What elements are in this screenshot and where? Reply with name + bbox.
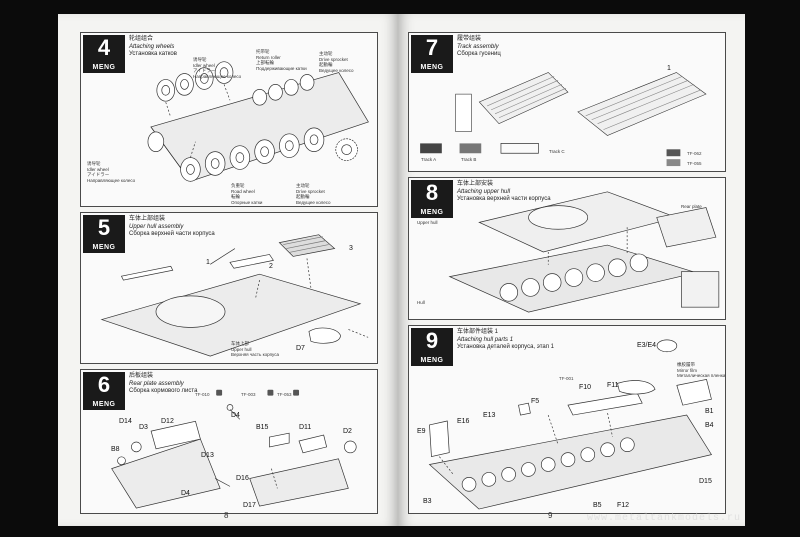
instruction-booklet: 4 MENG 轮组组合 Attaching wheels Установка к… — [58, 14, 745, 526]
callout-3: 3 — [349, 245, 353, 252]
part-d16: D16 — [236, 475, 249, 482]
wheels-assembly-drawing — [147, 61, 369, 182]
step-7-panel: 7 MENG 履带组装 Track assembly Сборка гусени… — [408, 32, 726, 172]
step-number: 9 — [425, 328, 439, 353]
part-f11: F11 — [607, 382, 619, 389]
part-b15: B15 — [256, 424, 269, 431]
page-number-left: 8 — [224, 511, 229, 520]
part-f10: F10 — [579, 384, 592, 391]
step-9-panel: 9 MENG 车体部件组装 1 Attaching hull parts 1 У… — [408, 325, 726, 514]
part-callout-sprocket: 主动轮 Drive sprocket 起動輪 Ведущее колесо — [319, 51, 354, 73]
brand-logo: MENG — [420, 357, 444, 364]
part-d7: D7 — [296, 345, 305, 352]
step-8-panel: 8 MENG 车体上部安装 Attaching upper hull Устан… — [408, 177, 726, 320]
upper-hull-note: 车体上部 Upper hull Верхняя часть корпуса — [231, 341, 279, 357]
step-title: 车体上部安装 Attaching upper hull Установка ве… — [457, 181, 551, 202]
color-ref: TF-001 — [559, 376, 574, 381]
part-b3: B3 — [423, 498, 432, 505]
step-badge: 5 MENG — [83, 215, 125, 253]
brand-logo: MENG — [92, 64, 116, 71]
upper-hull-note: Upper hull — [417, 220, 438, 225]
step-title: 轮组组合 Attaching wheels Установка катков — [129, 36, 177, 57]
part-e13: E13 — [483, 412, 496, 419]
mirror-film-note: 橡胶履带 Mirror film Металлическая пленка — [677, 362, 726, 378]
step-number: 7 — [425, 35, 439, 60]
attach-upper-hull-drawing — [448, 191, 720, 313]
part-e9: E9 — [417, 428, 426, 435]
step-number: 4 — [97, 35, 111, 60]
callout-1: 1 — [206, 259, 210, 266]
part-d12: D12 — [161, 418, 174, 425]
part-callout-idler: 诱导轮 Idler wheel アイドラー Направляющее колес… — [193, 57, 242, 79]
step-number: 6 — [97, 372, 111, 397]
part-d4-b: D4 — [231, 412, 240, 419]
part-d2: D2 — [343, 428, 352, 435]
step-badge: 4 MENG — [83, 35, 125, 73]
rear-plate-note: Rear plate — [681, 204, 702, 209]
part-f12: F12 — [617, 502, 630, 509]
step-title: 后板组装 Rear plate assembly Сборка кормовог… — [129, 373, 198, 394]
part-e16: E16 — [457, 418, 470, 425]
step-4-panel: 4 MENG 轮组组合 Attaching wheels Установка к… — [80, 32, 378, 207]
step-title: 车体部件组装 1 Attaching hull parts 1 Установк… — [457, 329, 554, 350]
part-b8: B8 — [111, 446, 120, 453]
callout-2: 2 — [269, 263, 273, 270]
brand-logo: MENG — [420, 64, 444, 71]
upper-hull-drawing — [100, 234, 369, 357]
part-callout-idler-2: 诱导轮 Idler wheel アイドラー Направляющее колес… — [87, 161, 136, 183]
part-d3: D3 — [139, 424, 148, 431]
part-callout-sprocket-2: 主动轮 Drive sprocket 起動輪 Ведущее колесо — [296, 183, 331, 205]
brand-logo: MENG — [92, 244, 116, 251]
hull-parts-drawing — [428, 339, 713, 510]
color-ref: TF-055 — [687, 161, 702, 166]
part-d15: D15 — [699, 478, 712, 485]
part-d14: D14 — [119, 418, 132, 425]
step-number: 5 — [97, 215, 111, 240]
part-d11: D11 — [299, 424, 312, 431]
left-page: 4 MENG 轮组组合 Attaching wheels Установка к… — [58, 14, 398, 526]
color-ref: TF-010 — [195, 392, 210, 397]
step-badge: 9 MENG — [411, 328, 453, 366]
part-b5: B5 — [593, 502, 602, 509]
color-ref: TF-053 — [277, 392, 292, 397]
step-5-panel: 5 MENG 车体上部组装 Upper hull assembly Сборка… — [80, 212, 378, 364]
track-a-label: Track A — [421, 157, 437, 162]
part-callout-road-wheel: 负重轮 Road wheel 転輪 Опорные катки — [231, 183, 263, 205]
watermark-text: www.metaltankmodels.ru — [586, 513, 741, 524]
part-d13: D13 — [201, 452, 214, 459]
step-badge: 8 MENG — [411, 180, 453, 218]
part-e3-e4: E3/E4 — [637, 342, 657, 349]
color-ref: TF-003 — [241, 392, 256, 397]
right-page: 7 MENG 履带组装 Track assembly Сборка гусени… — [398, 14, 745, 526]
part-d4: D4 — [181, 490, 190, 497]
brand-logo: MENG — [92, 401, 116, 408]
step-badge: 6 MENG — [83, 372, 125, 410]
part-b1: B1 — [705, 408, 714, 415]
track-assembly-drawing — [420, 72, 707, 167]
step-title: 车体上部组装 Upper hull assembly Сборка верхне… — [129, 216, 215, 237]
color-ref: TF-062 — [687, 151, 702, 156]
step-badge: 7 MENG — [411, 35, 453, 73]
part-f5: F5 — [531, 398, 540, 405]
rear-plate-drawing — [111, 389, 357, 509]
brand-logo: MENG — [420, 209, 444, 216]
page-number-right: 9 — [548, 511, 553, 520]
step-number: 8 — [425, 180, 439, 205]
step-callout: 1 — [667, 65, 671, 72]
track-c-label: Track C — [549, 149, 565, 154]
part-b4: B4 — [705, 422, 714, 429]
track-b-label: Track B — [461, 157, 477, 162]
step-title: 履带组装 Track assembly Сборка гусениц — [457, 36, 501, 57]
step-6-panel: 6 MENG 后板组装 Rear plate assembly Сборка к… — [80, 369, 378, 514]
part-d17: D17 — [243, 502, 256, 509]
hull-note: Hull — [417, 300, 425, 305]
part-callout-return-roller: 托带轮 Return roller 上部転輪 Поддерживающие ка… — [256, 49, 307, 71]
